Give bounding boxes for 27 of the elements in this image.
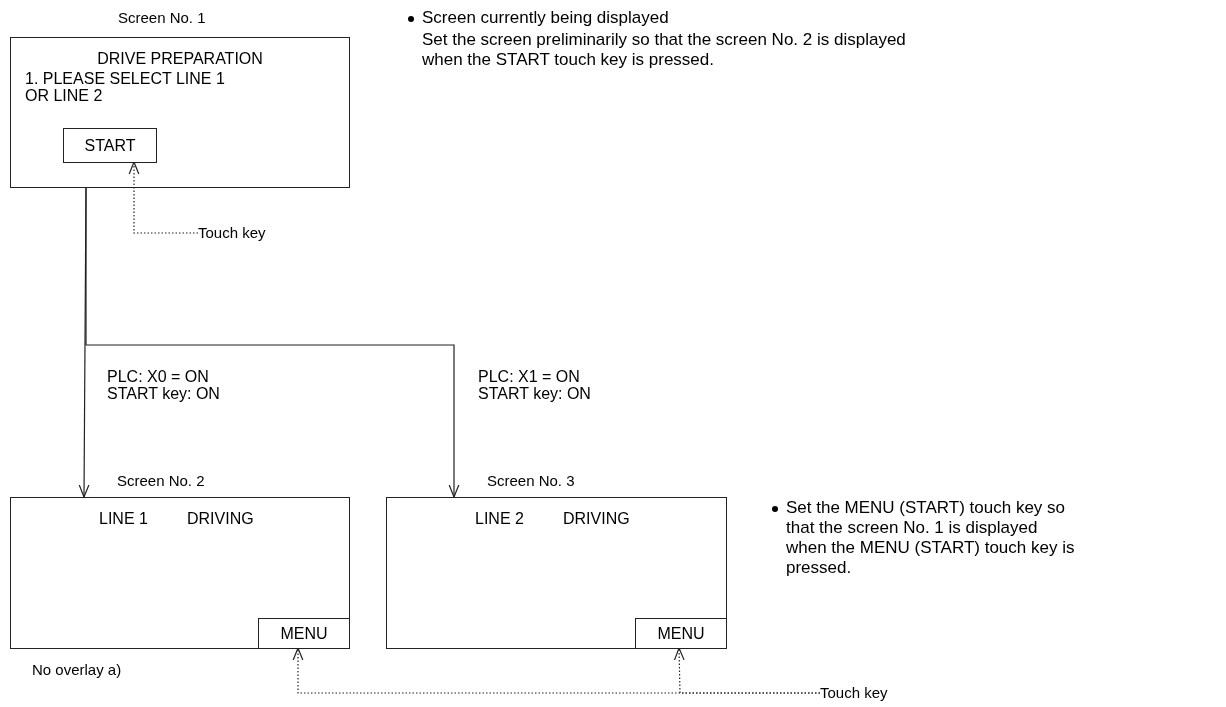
screen-message: DRIVING (563, 510, 630, 527)
touch-key-label: Touch key (198, 224, 288, 243)
leader-line (673, 647, 821, 694)
menu-touch-key (635, 618, 727, 649)
start-touch-key (63, 128, 157, 163)
screen-panel (10, 37, 350, 188)
leader-line (128, 161, 199, 234)
screen-panel (386, 497, 727, 649)
screen-number: Screen No. 3 (487, 472, 575, 489)
screen-heading: DRIVE PREPARATION (96, 50, 264, 67)
screen-number: Screen No. 1 (118, 9, 206, 26)
screen-number: Screen No. 2 (117, 472, 205, 489)
note-text: Set the screen preliminarily so that the screen No. 2 is displayed when the START touch key is pressed. (422, 30, 907, 70)
note-text: Screen currently being displayed (422, 8, 670, 28)
screen-message: 1. PLEASE SELECT LINE 1 OR LINE 2 (25, 70, 226, 104)
key-label: MENU (279, 625, 329, 642)
screen-panel (10, 497, 350, 649)
screen-message: LINE 1 (99, 510, 148, 527)
screen-message: LINE 2 (475, 510, 524, 527)
key-label: MENU (656, 625, 706, 642)
screen-message: DRIVING (187, 510, 254, 527)
menu-touch-key (258, 618, 350, 649)
key-label: START (83, 137, 137, 154)
note-text: Set the MENU (START) touch key so that the screen No. 1 is displayed when the MENU (START) touch key is pressed. (786, 498, 1076, 578)
flow-arrow (85, 187, 460, 498)
touch-key-label: Touch key (820, 684, 910, 703)
overlay-note: No overlay a) (32, 661, 122, 678)
